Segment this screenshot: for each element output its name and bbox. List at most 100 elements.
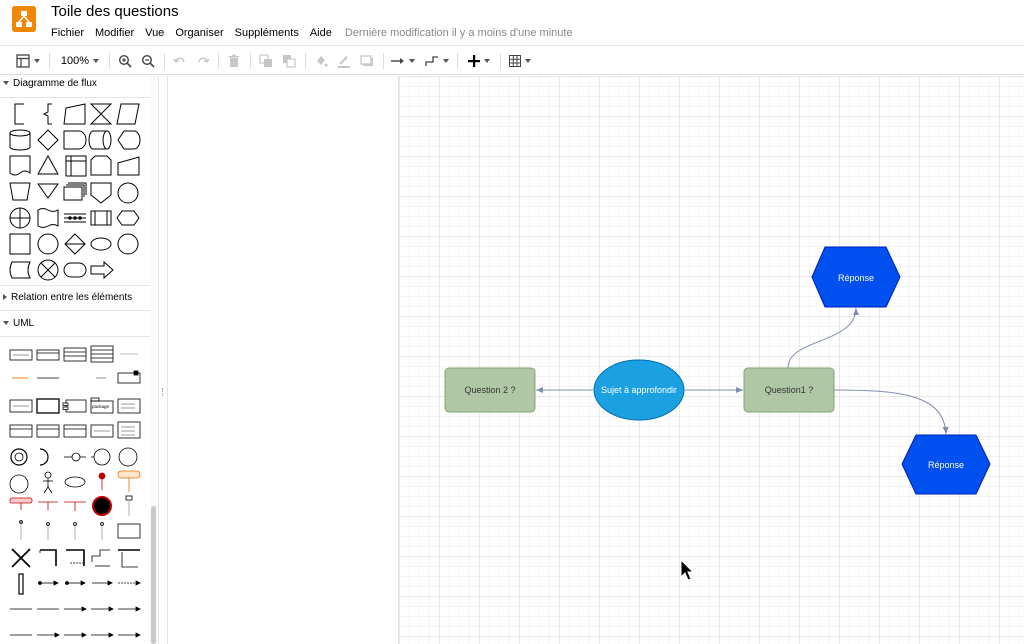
shape-terminate-x[interactable] xyxy=(37,259,59,281)
uml-use-case[interactable] xyxy=(64,476,86,488)
uml-destroy[interactable] xyxy=(11,548,31,568)
shape-start-ellipse[interactable] xyxy=(90,237,112,251)
undo-button[interactable] xyxy=(172,52,188,70)
node-question-1[interactable]: Question1 ? xyxy=(743,367,835,413)
table-button[interactable] xyxy=(507,52,533,70)
section-uml-header[interactable]: UML xyxy=(0,313,150,333)
uml-object-2[interactable] xyxy=(118,447,138,467)
uml-object[interactable] xyxy=(91,448,111,466)
uml-lollipop[interactable] xyxy=(64,452,86,462)
shape-preparation[interactable] xyxy=(116,210,140,226)
uml-lifeline[interactable] xyxy=(125,495,133,516)
uml-provided-interface[interactable] xyxy=(10,448,28,466)
shape-collate[interactable] xyxy=(89,103,113,125)
format-panel-button[interactable] xyxy=(14,52,42,70)
shape-loop-limit[interactable] xyxy=(90,155,112,176)
shape-manual-input[interactable] xyxy=(63,103,86,125)
menu-vue[interactable]: Vue xyxy=(145,27,165,39)
menu-supplements[interactable]: Suppléments xyxy=(234,27,299,39)
shape-stored-data[interactable] xyxy=(9,261,31,279)
menu-fichier[interactable]: Fichier xyxy=(51,27,85,39)
connection-style-button[interactable] xyxy=(390,52,416,70)
uml-sync-message[interactable] xyxy=(38,580,59,586)
insert-button[interactable] xyxy=(465,52,493,70)
uml-aggregation[interactable] xyxy=(37,632,60,638)
uml-message[interactable] xyxy=(38,501,58,510)
shape-decision[interactable] xyxy=(37,129,59,151)
uml-final-state[interactable] xyxy=(92,496,112,516)
shape-data-parallelogram[interactable] xyxy=(116,103,140,125)
node-reponse-2[interactable]: Réponse xyxy=(901,434,991,495)
uml-directed-2[interactable] xyxy=(91,606,114,612)
uml-lifeline-3[interactable] xyxy=(46,522,50,540)
uml-class-6[interactable] xyxy=(117,398,141,414)
uml-class-10[interactable] xyxy=(90,424,114,438)
shape-display[interactable] xyxy=(117,130,141,150)
uml-actor[interactable] xyxy=(43,471,53,494)
menu-modifier[interactable]: Modifier xyxy=(95,27,135,39)
uml-directed[interactable] xyxy=(64,606,87,612)
uml-frame[interactable] xyxy=(117,523,141,539)
uml-message-2[interactable] xyxy=(64,501,86,511)
shape-off-page[interactable] xyxy=(90,182,112,204)
shape-paper-tape[interactable] xyxy=(37,208,59,228)
uml-activation[interactable] xyxy=(18,573,24,595)
line-color-button[interactable] xyxy=(336,52,352,70)
uml-composition[interactable] xyxy=(64,632,87,638)
sidebar-splitter[interactable] xyxy=(158,76,168,644)
shape-trapezoid[interactable] xyxy=(9,182,31,201)
app-logo[interactable] xyxy=(12,6,36,32)
uml-class-7[interactable] xyxy=(9,424,33,438)
uml-class-3[interactable] xyxy=(63,347,87,362)
uml-callback[interactable] xyxy=(66,549,85,566)
node-question-2[interactable]: Question 2 ? xyxy=(444,367,536,413)
shape-direct-data[interactable] xyxy=(88,130,112,150)
shape-annotation-brace[interactable] xyxy=(42,103,52,125)
uml-initial-state[interactable] xyxy=(98,472,106,490)
uml-interface[interactable] xyxy=(9,399,33,413)
uml-required-interface[interactable] xyxy=(39,448,49,466)
shape-start-circle[interactable] xyxy=(37,233,59,255)
uml-message-4[interactable] xyxy=(118,580,141,586)
node-center-topic[interactable]: Sujet à approfondir xyxy=(593,359,685,421)
uml-class-9[interactable] xyxy=(63,424,87,438)
last-modified-status[interactable]: Dernière modification il y a moins d'une… xyxy=(344,27,573,39)
shape-predefined[interactable] xyxy=(64,213,86,223)
uml-class-4[interactable] xyxy=(90,345,114,363)
diagram-canvas[interactable]: Sujet à approfondir Question 2 ? Questio… xyxy=(398,76,1024,644)
uml-lifeline-5[interactable] xyxy=(100,522,104,540)
uml-return[interactable] xyxy=(91,549,110,567)
shape-internal-storage[interactable] xyxy=(65,155,87,177)
to-front-button[interactable] xyxy=(258,52,274,70)
fill-color-button[interactable] xyxy=(313,52,329,70)
uml-lifeline-2[interactable] xyxy=(19,520,23,541)
waypoints-button[interactable] xyxy=(424,52,450,70)
uml-realization[interactable] xyxy=(118,632,141,638)
uml-message-3[interactable] xyxy=(92,580,113,586)
uml-class-11[interactable] xyxy=(117,421,141,439)
sidebar-scrollbar-thumb[interactable] xyxy=(151,506,156,644)
edge-q1-to-r1[interactable] xyxy=(787,307,859,369)
uml-package[interactable] xyxy=(90,397,114,414)
zoom-in-button[interactable] xyxy=(117,52,133,70)
shape-predefined-process[interactable] xyxy=(90,210,112,226)
section-flowchart-header[interactable]: Diagramme de flux xyxy=(0,76,150,93)
delete-button[interactable] xyxy=(226,52,242,70)
zoom-select[interactable]: 100% xyxy=(58,52,102,70)
menu-aide[interactable]: Aide xyxy=(309,27,332,39)
sidebar-scrollbar-track[interactable] xyxy=(150,76,158,644)
node-reponse-1[interactable]: Réponse xyxy=(811,246,901,308)
shape-or-circle[interactable] xyxy=(117,182,139,204)
shape-arrow[interactable] xyxy=(90,260,114,280)
uml-state-2[interactable] xyxy=(9,497,33,510)
uml-self-call[interactable] xyxy=(39,549,57,566)
menu-organiser[interactable]: Organiser xyxy=(175,27,224,39)
shape-delay[interactable] xyxy=(63,130,87,150)
shape-manual-operation[interactable] xyxy=(117,156,140,176)
edge-q1-to-r2[interactable] xyxy=(833,389,949,435)
uml-generalization[interactable] xyxy=(91,632,114,638)
uml-class-2[interactable] xyxy=(36,349,60,361)
zoom-out-button[interactable] xyxy=(140,52,156,70)
uml-component[interactable] xyxy=(36,398,60,414)
document-title[interactable]: Toile des questions xyxy=(51,3,179,20)
